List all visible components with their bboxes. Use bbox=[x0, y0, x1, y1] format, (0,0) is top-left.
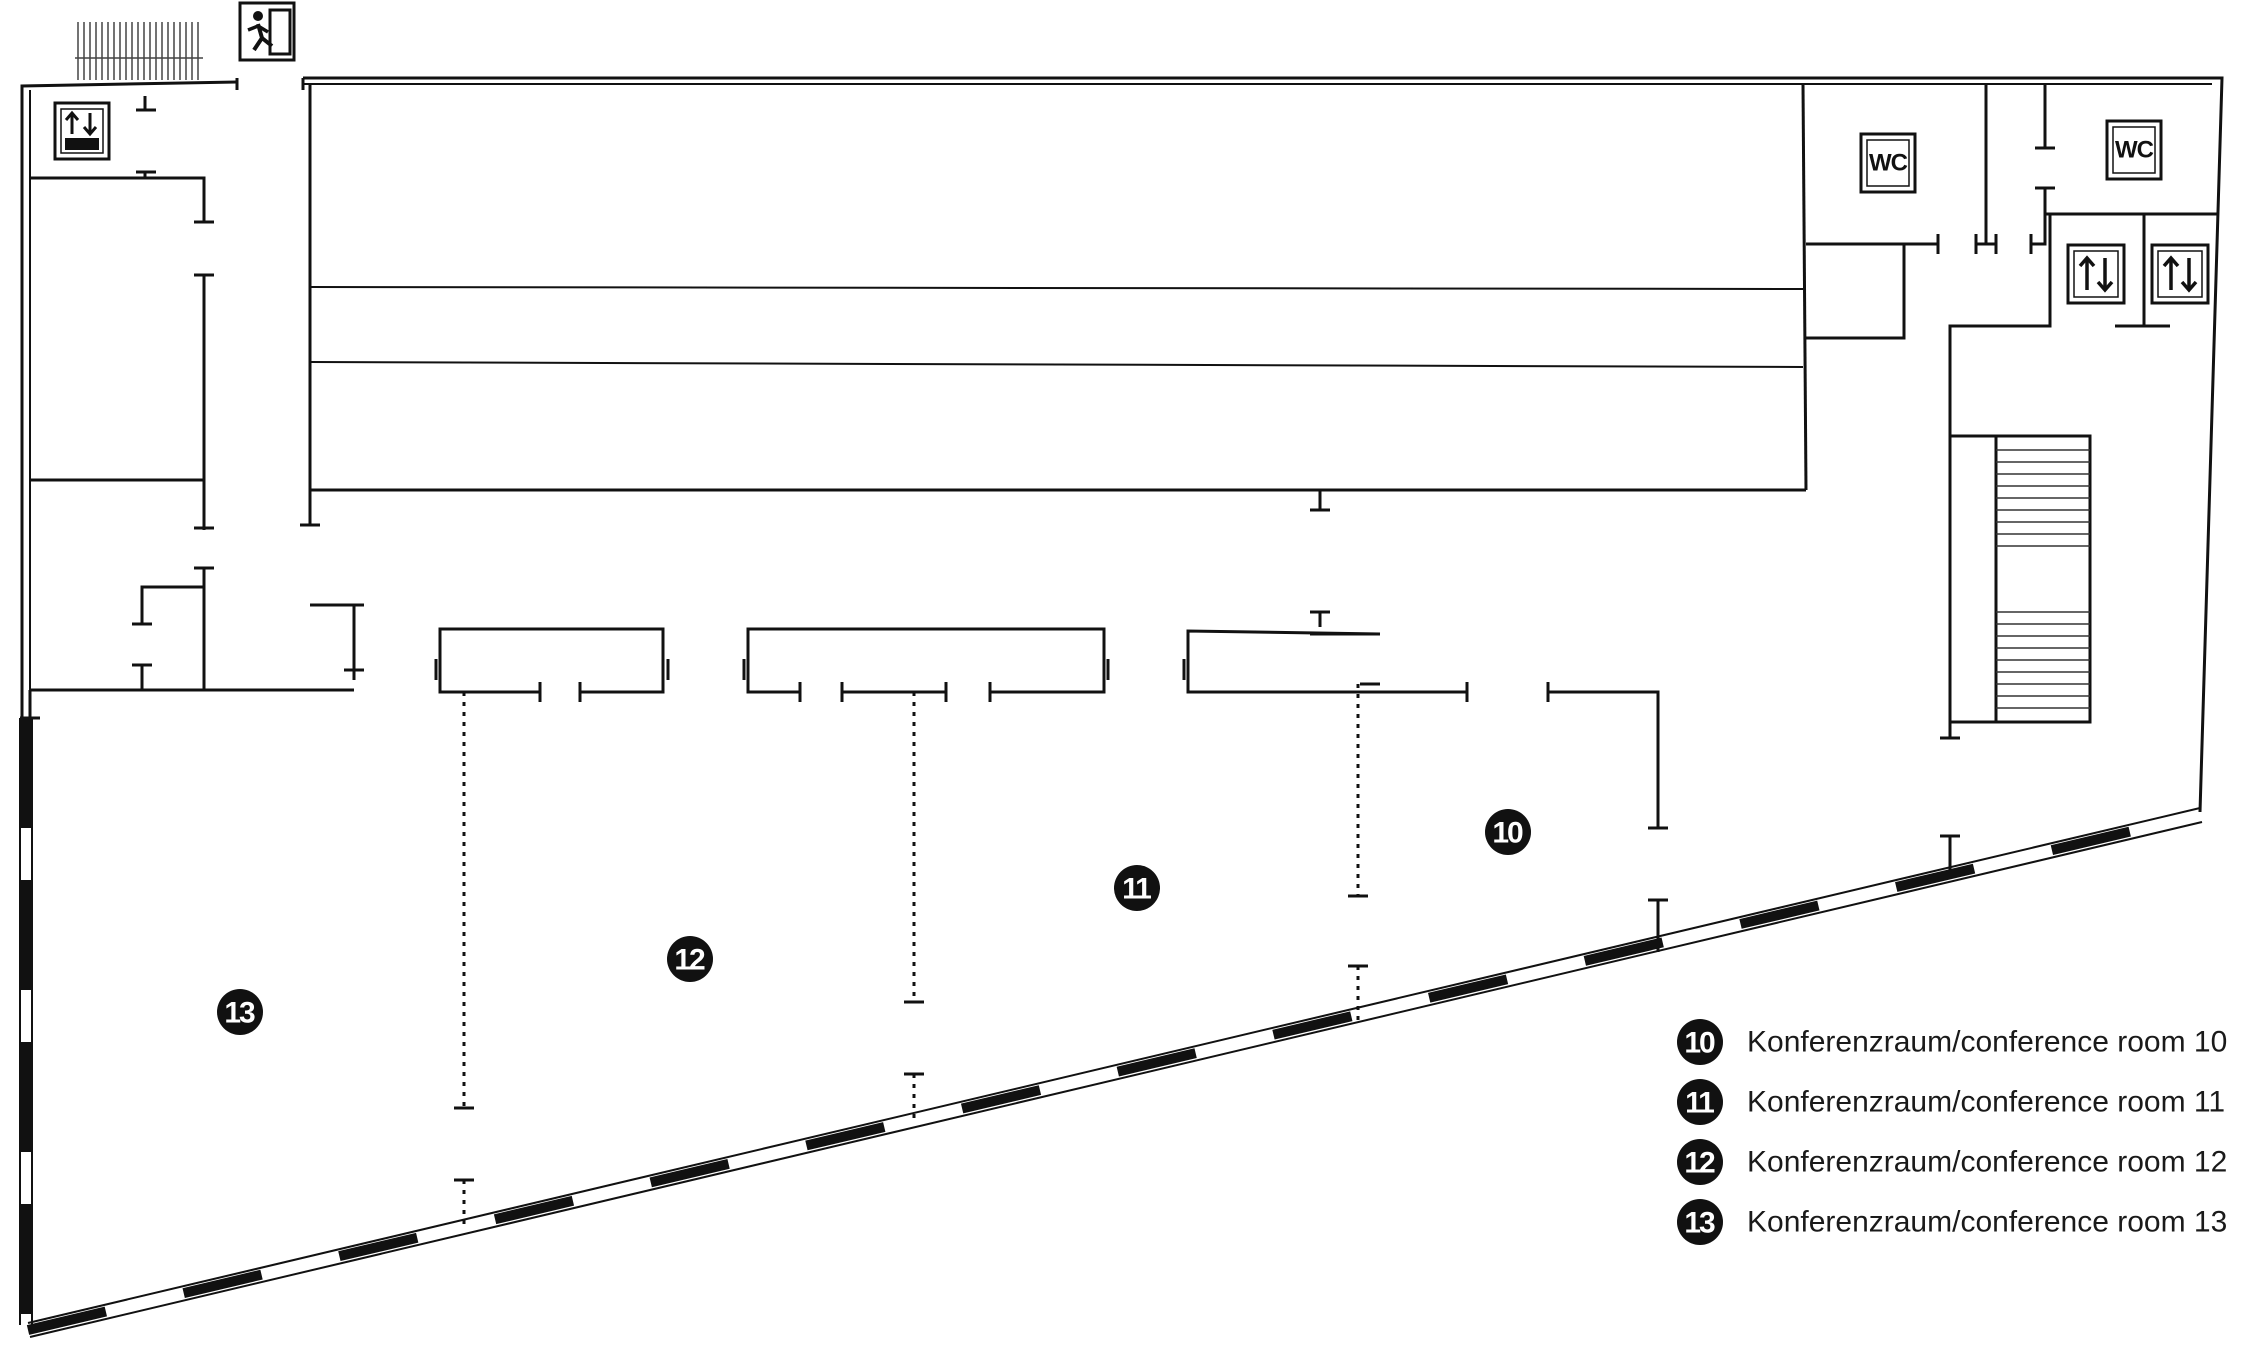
wc-label: WC bbox=[2115, 137, 2154, 164]
room-number: 11 bbox=[1122, 873, 1151, 906]
legend-label: Konferenzraum/conference room 12 bbox=[1747, 1146, 2227, 1179]
central-hall bbox=[309, 83, 1808, 627]
legend-number: 11 bbox=[1685, 1087, 1714, 1120]
room-badge-12[interactable]: 12 bbox=[667, 936, 713, 982]
elevator-icon bbox=[2150, 243, 2210, 305]
room-number: 13 bbox=[224, 997, 255, 1030]
room-badge-11[interactable]: 11 bbox=[1114, 865, 1160, 911]
wc-sign-right: WC bbox=[2105, 119, 2163, 181]
legend-number: 12 bbox=[1684, 1147, 1715, 1180]
room-number: 10 bbox=[1492, 817, 1523, 850]
legend-item-12: 12 Konferenzraum/conference room 12 bbox=[1677, 1139, 2227, 1185]
outer-walls bbox=[19, 76, 2224, 1338]
northwest-rooms bbox=[20, 96, 354, 720]
wc-sign-left: WC bbox=[1859, 132, 1917, 194]
legend-item-11: 11 Konferenzraum/conference room 11 bbox=[1677, 1079, 2225, 1125]
east-core: WC WC bbox=[1806, 84, 2217, 872]
freight-elevator-icon bbox=[53, 101, 111, 161]
wc-label: WC bbox=[1869, 150, 1908, 177]
stairs-icon bbox=[1950, 434, 2092, 724]
legend-number: 10 bbox=[1684, 1027, 1715, 1060]
external-stairs bbox=[75, 22, 203, 80]
room-badge-13[interactable]: 13 bbox=[217, 989, 263, 1035]
legend-label: Konferenzraum/conference room 10 bbox=[1747, 1026, 2227, 1059]
legend: 10 Konferenzraum/conference room 10 11 K… bbox=[1677, 1019, 2227, 1245]
room-number: 12 bbox=[674, 944, 705, 977]
room-badge-10[interactable]: 10 bbox=[1485, 809, 1531, 855]
exit-corridor bbox=[75, 22, 320, 530]
legend-item-13: 13 Konferenzraum/conference room 13 bbox=[1677, 1199, 2227, 1245]
legend-item-10: 10 Konferenzraum/conference room 10 bbox=[1677, 1019, 2227, 1065]
legend-number: 13 bbox=[1684, 1207, 1715, 1240]
legend-label: Konferenzraum/conference room 11 bbox=[1747, 1086, 2225, 1119]
elevator-icon bbox=[2066, 243, 2126, 305]
partition-walls bbox=[310, 603, 1668, 1228]
legend-label: Konferenzraum/conference room 13 bbox=[1747, 1206, 2227, 1239]
emergency-exit-icon bbox=[238, 1, 296, 62]
